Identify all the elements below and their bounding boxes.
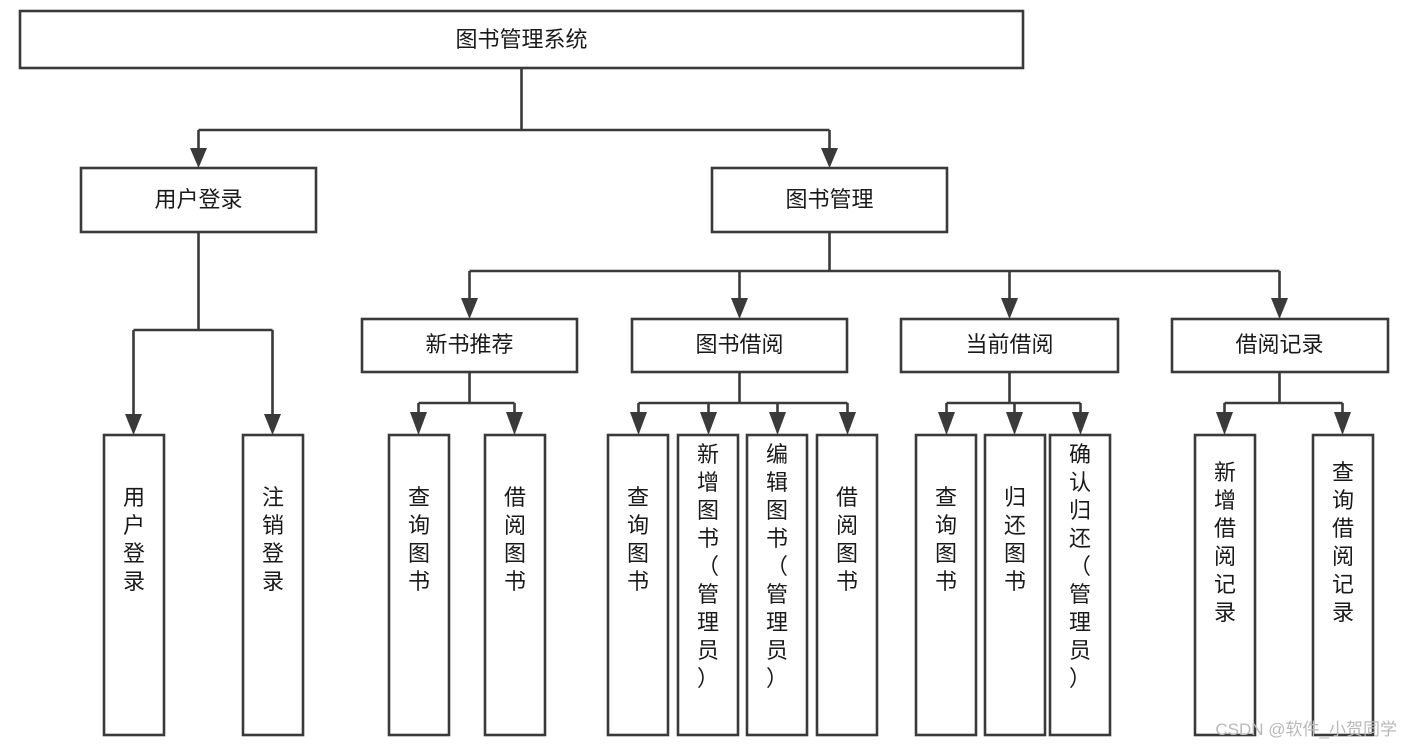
leaf-borrow-book-2[interactable]: 借阅图书 (815, 433, 879, 737)
node-current-borrow-label: 当前借阅 (965, 332, 1053, 357)
leaf-query-book-2-label: 查询图书 (627, 485, 649, 594)
leaf-query-record[interactable]: 查询借阅记录 (1311, 433, 1375, 737)
node-book-manage-label: 图书管理 (785, 187, 873, 212)
node-borrow-record-label: 借阅记录 (1235, 332, 1323, 357)
leaf-edit-book[interactable]: 编辑图书（管理员） (745, 433, 809, 737)
leaf-add-book-label: 新增图书（管理员） (697, 442, 719, 691)
node-new-book-rec-box[interactable] (360, 317, 579, 374)
arrow-leaf-user-login (125, 414, 142, 435)
leaf-borrow-book-1-label: 借阅图书 (504, 485, 526, 594)
node-borrow-record[interactable]: 借阅记录 (1170, 317, 1390, 374)
leaf-borrow-book-1[interactable]: 借阅图书 (483, 433, 547, 737)
leaf-query-book-1-box[interactable] (387, 433, 451, 737)
leaf-add-record-box[interactable] (1193, 433, 1257, 737)
leaf-edit-book-box[interactable] (745, 433, 809, 737)
arrow-to-new-book-rec (461, 298, 478, 319)
leaf-query-book-1-label: 查询图书 (408, 485, 430, 594)
leaf-add-record-label: 新增借阅记录 (1214, 460, 1236, 625)
leaf-confirm-return-label: 确认归还（管理员） (1069, 442, 1091, 691)
leaf-query-book-2-box[interactable] (606, 433, 670, 737)
arrow-leaf-borrow-book-2 (839, 412, 856, 435)
leaf-query-record-label: 查询借阅记录 (1332, 460, 1354, 625)
leaf-add-book[interactable]: 新增图书（管理员） (676, 433, 740, 737)
arrow-to-borrow-record (1271, 298, 1288, 319)
arrow-leaf-edit-book (769, 412, 786, 435)
leaf-edit-book-label: 编辑图书（管理员） (766, 442, 788, 691)
leaf-user-logout[interactable]: 注销登录 (241, 433, 305, 737)
arrow-leaf-query-book-2 (630, 412, 647, 435)
leaf-query-record-box[interactable] (1311, 433, 1375, 737)
arrow-leaf-return-book (1006, 412, 1023, 435)
arrow-to-book-manage (821, 148, 838, 168)
leaf-add-book-box[interactable] (676, 433, 740, 737)
arrow-leaf-query-book-3 (938, 412, 955, 435)
leaf-query-book-2[interactable]: 查询图书 (606, 433, 670, 737)
leaf-query-book-1[interactable]: 查询图书 (387, 433, 451, 737)
node-book-manage-box[interactable] (710, 166, 949, 234)
arrow-leaf-user-logout (264, 414, 281, 435)
arrow-leaf-query-record (1334, 412, 1351, 435)
leaf-return-book-label: 归还图书 (1004, 485, 1026, 594)
leaf-borrow-book-1-box[interactable] (483, 433, 547, 737)
watermark-label: CSDN @软件_小贺同学 (1215, 720, 1397, 739)
node-borrow-record-box[interactable] (1170, 317, 1390, 374)
arrow-leaf-borrow-book-1 (506, 412, 523, 435)
leaf-confirm-return[interactable]: 确认归还（管理员） (1048, 433, 1112, 737)
node-new-book-rec[interactable]: 新书推荐 (360, 317, 579, 374)
leaf-confirm-return-box[interactable] (1048, 433, 1112, 737)
node-root[interactable]: 图书管理系统 (18, 9, 1025, 70)
arrow-to-current-borrow (1001, 298, 1018, 319)
node-user-login-label: 用户登录 (154, 187, 242, 212)
leaf-return-book-box[interactable] (983, 433, 1047, 737)
arrow-leaf-confirm-return (1072, 412, 1089, 435)
arrow-leaf-add-book (700, 412, 717, 435)
node-book-borrow-label: 图书借阅 (695, 332, 783, 357)
node-book-manage[interactable]: 图书管理 (710, 166, 949, 234)
leaf-query-book-3-box[interactable] (914, 433, 978, 737)
node-user-login[interactable]: 用户登录 (79, 166, 318, 234)
leaf-user-logout-box[interactable] (241, 433, 305, 737)
arrow-to-user-login (190, 148, 207, 168)
arrow-to-book-borrow (731, 298, 748, 319)
leaf-user-login-box[interactable] (102, 433, 166, 737)
leaf-query-book-3-label: 查询图书 (935, 485, 957, 594)
leaf-borrow-book-2-label: 借阅图书 (836, 485, 858, 594)
node-current-borrow-box[interactable] (899, 317, 1120, 374)
node-new-book-rec-label: 新书推荐 (425, 332, 513, 357)
leaf-user-login[interactable]: 用户登录 (102, 433, 166, 737)
node-current-borrow[interactable]: 当前借阅 (899, 317, 1120, 374)
node-book-borrow-box[interactable] (630, 317, 849, 374)
connector-layer (125, 68, 1351, 435)
node-root-label: 图书管理系统 (455, 27, 587, 52)
node-book-borrow[interactable]: 图书借阅 (630, 317, 849, 374)
arrow-leaf-query-book-1 (410, 412, 427, 435)
leaf-user-login-label: 用户登录 (123, 485, 145, 594)
leaf-borrow-book-2-box[interactable] (815, 433, 879, 737)
node-user-login-box[interactable] (79, 166, 318, 234)
leaf-user-logout-label: 注销登录 (262, 485, 284, 594)
leaf-return-book[interactable]: 归还图书 (983, 433, 1047, 737)
leaf-add-record[interactable]: 新增借阅记录 (1193, 433, 1257, 737)
leaf-query-book-3[interactable]: 查询图书 (914, 433, 978, 737)
arrow-leaf-add-record (1216, 412, 1233, 435)
node-root-box[interactable] (18, 9, 1025, 70)
